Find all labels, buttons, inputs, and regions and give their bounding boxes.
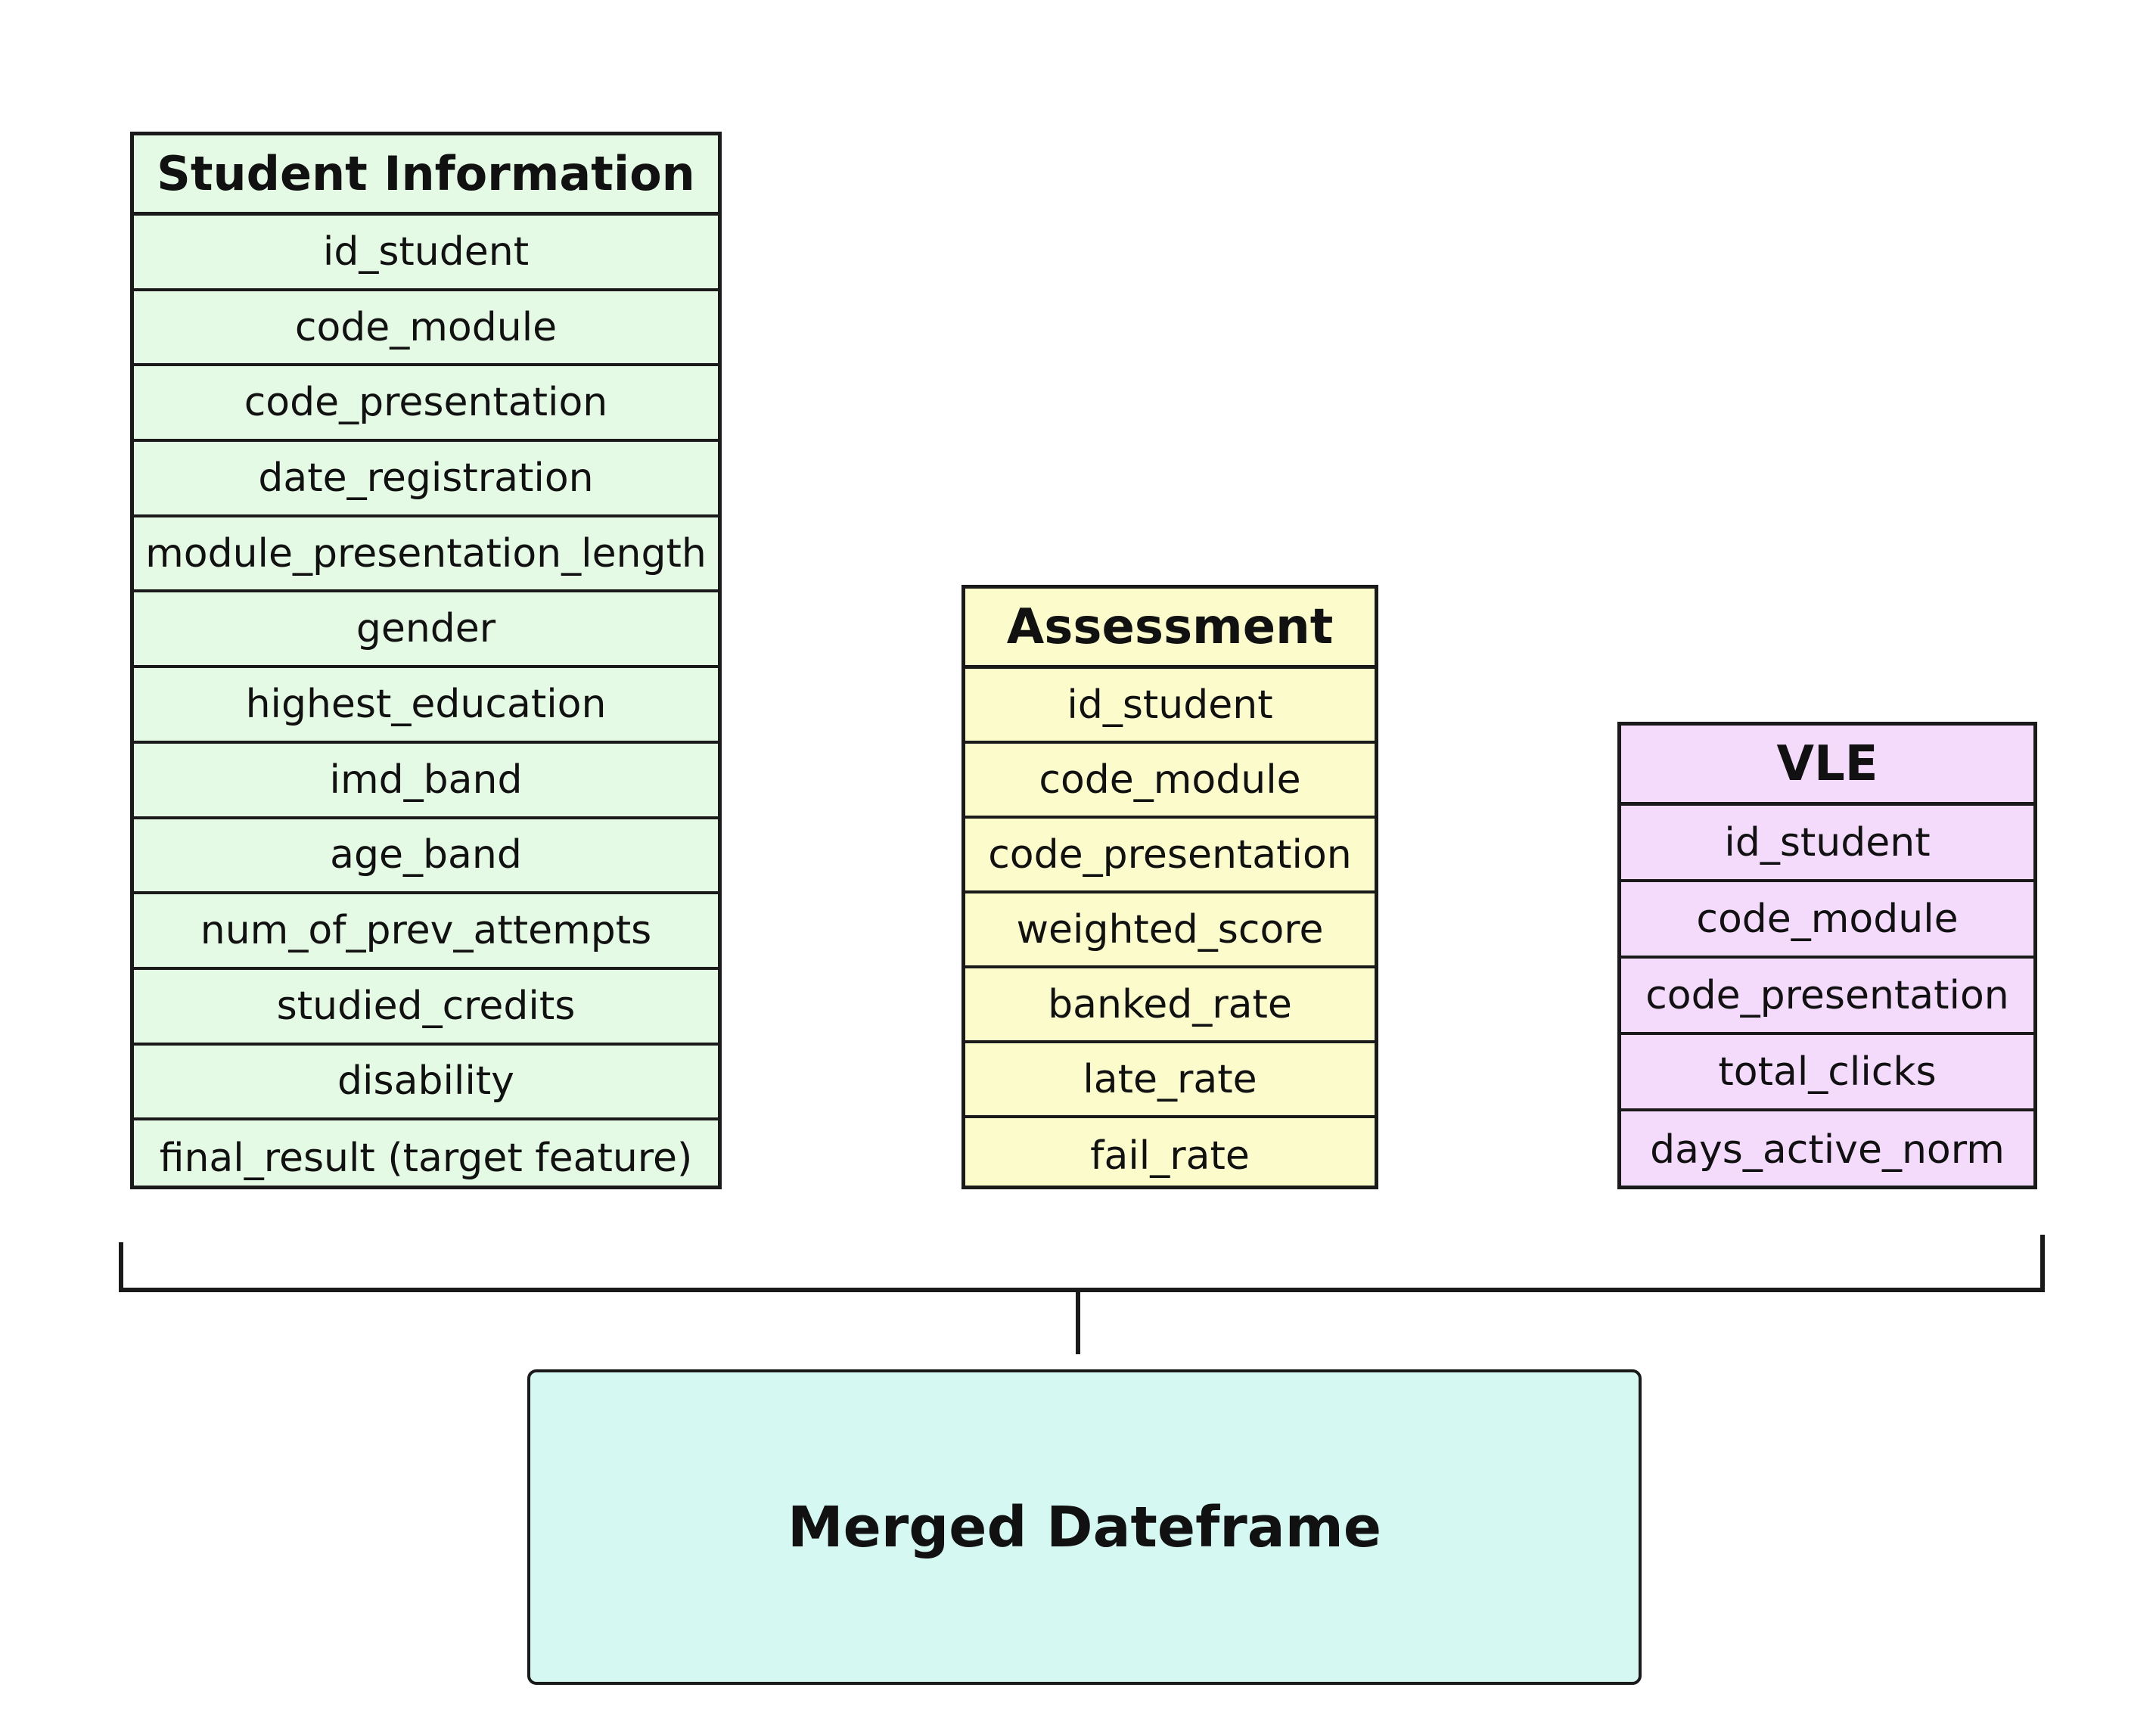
student-information-table: Student Information id_student code_modu… (130, 132, 722, 1189)
table-field: imd_band (134, 744, 718, 819)
assessment-table: Assessment id_student code_module code_p… (962, 585, 1378, 1189)
table-field: total_clicks (1621, 1035, 2033, 1111)
table-header: Assessment (965, 589, 1375, 669)
table-field: highest_education (134, 668, 718, 744)
table-field: code_module (1621, 882, 2033, 959)
table-field: weighted_score (965, 893, 1375, 968)
table-header: Student Information (134, 135, 718, 216)
table-field: id_student (134, 216, 718, 291)
table-field: studied_credits (134, 970, 718, 1046)
merge-bracket-right (2040, 1235, 2045, 1292)
table-field: id_student (965, 669, 1375, 744)
table-field: id_student (1621, 806, 2033, 882)
table-field: gender (134, 592, 718, 669)
table-field: date_registration (134, 442, 718, 517)
table-field: banked_rate (965, 968, 1375, 1043)
table-field: age_band (134, 819, 718, 895)
merged-dataframe-label: Merged Dateframe (787, 1494, 1382, 1560)
table-field: code_presentation (134, 366, 718, 443)
merge-bracket-left (119, 1242, 123, 1292)
table-field: fail_rate (1090, 1133, 1250, 1179)
table-field: code_module (134, 291, 718, 367)
table-field: code_presentation (965, 819, 1375, 893)
table-field: late_rate (965, 1043, 1375, 1118)
table-field: final_result (target feature) (159, 1136, 693, 1182)
merged-dataframe-box: Merged Dateframe (527, 1369, 1642, 1685)
merge-bracket-stem (1076, 1288, 1080, 1354)
table-field: code_module (965, 744, 1375, 819)
table-header: VLE (1621, 726, 2033, 806)
table-field: code_presentation (1621, 959, 2033, 1035)
table-field: disability (134, 1046, 718, 1121)
table-field: days_active_norm (1650, 1127, 2005, 1173)
table-field: num_of_prev_attempts (134, 894, 718, 970)
vle-table: VLE id_student code_module code_presenta… (1617, 722, 2037, 1189)
table-field: module_presentation_length (134, 517, 718, 593)
merge-bracket-horizontal (119, 1288, 2045, 1292)
